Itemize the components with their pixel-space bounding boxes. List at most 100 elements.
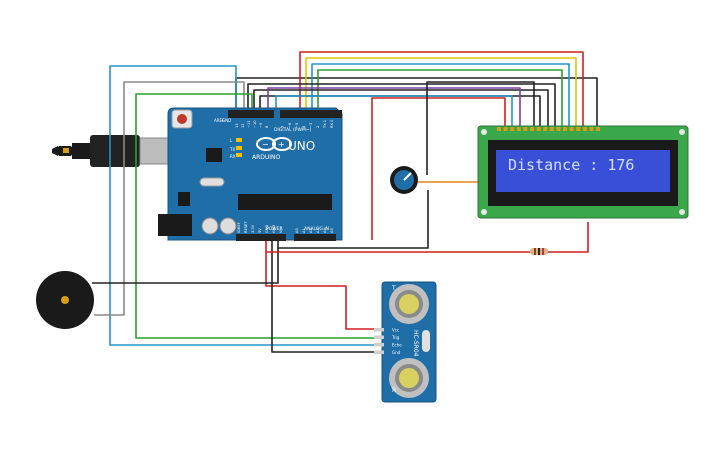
wire-blue-left — [109, 65, 378, 346]
lcd-pin — [523, 127, 528, 131]
wire-lcd-bus-9 — [267, 87, 521, 128]
arduino-uno: − + ARDUINO UNO DIGITAL (PWM~) POWER ANA… — [158, 107, 343, 241]
pin-label-digital-lo-6: TX 1 — [323, 120, 327, 129]
sensor-pin-label-3: Gnd — [392, 350, 401, 355]
pin-label-analog-0: A0 — [295, 228, 299, 233]
piezo-buzzer — [36, 271, 94, 329]
sensor-pin — [374, 350, 384, 354]
pin-label-digital-lo-2: ~5 — [295, 123, 299, 128]
wire-gnd-buzzer — [92, 240, 279, 284]
pin-label-digital-lo-4: ~3 — [309, 123, 313, 128]
pin-label-digital-hi-0: 13 — [235, 123, 239, 128]
pin-label-power-2: 3.3V — [251, 224, 255, 233]
power-label: POWER — [266, 226, 283, 232]
wire-lcd-bus-2 — [299, 51, 584, 128]
pin-label-analog-1: A1 — [302, 228, 306, 233]
lcd-pin — [563, 127, 567, 131]
svg-text:+: + — [278, 140, 285, 149]
sensor-t-mark: T — [391, 285, 396, 292]
lcd-pin — [497, 127, 501, 131]
pin-label-power-4: GND — [265, 225, 269, 233]
lcd-pin — [596, 127, 600, 131]
wire-5v-red — [265, 240, 378, 330]
digital-label: DIGITAL (PWM~) — [274, 127, 312, 133]
arduino-brand: ARDUINO — [252, 154, 281, 161]
pin-label-digital-lo-1: ~6 — [288, 122, 292, 128]
lcd-pin — [503, 127, 508, 131]
wire-lcd-bus-3 — [305, 57, 577, 128]
pin-label-power-6: Vin — [279, 227, 283, 233]
wires — [92, 51, 598, 353]
pin-label-digital-lo-3: 4 — [302, 125, 306, 128]
pin-label-power-1: RESET — [244, 221, 248, 233]
pin-label-digital-lo-0: 7 — [281, 126, 285, 128]
pin-label-analog-3: A3 — [316, 228, 320, 233]
sensor-pin — [374, 343, 384, 347]
wire-gnd-black — [271, 240, 378, 353]
sensor-model: HC-SR04 — [412, 330, 419, 357]
pin-label-digital-hi-1: 12 — [241, 123, 245, 128]
sensor-pin — [374, 328, 384, 332]
wire-lcd-bus-10 — [275, 95, 513, 128]
pin-label-digital-hi-2: ~11 — [247, 120, 251, 128]
lcd-pin — [510, 127, 515, 131]
wire-lcd-bus-6 — [247, 83, 556, 128]
lcd-pin — [589, 127, 594, 131]
lcd-pin — [543, 127, 548, 131]
pin-label-analog-4: A4 — [323, 228, 327, 233]
pin-label-power-5: GND — [272, 225, 276, 233]
pin-label-digital-hi-4: ~9 — [259, 122, 263, 128]
pin-label-digital-hi-3: ~10 — [253, 120, 257, 128]
arduino-logo-icon: − + — [256, 137, 292, 151]
wire-lcd-bus-5 — [317, 69, 563, 128]
wire-lcd-bus-12 — [426, 81, 535, 175]
lcd-pin — [549, 127, 554, 131]
led-tx-label: TX — [229, 147, 235, 152]
wire-power-rail — [266, 222, 589, 253]
pin-label-power-0: IOREF — [237, 222, 241, 233]
lcd-pin — [576, 127, 581, 131]
lcd-pin — [569, 127, 574, 131]
analog-label: ANALOG IN — [304, 226, 329, 232]
lcd-16x2: Distance : 176 — [477, 125, 689, 219]
pin-label-digital-hi-5: 8 — [265, 125, 269, 128]
lcd-screen — [496, 150, 670, 192]
wire-pot-gnd — [278, 190, 429, 249]
wire-lcd-bus-4 — [311, 63, 570, 128]
sensor-pin-label-1: Trig — [391, 335, 400, 340]
pin-label-power-3: 5V — [258, 228, 262, 233]
resistor — [530, 248, 548, 255]
lcd-pin — [556, 127, 561, 131]
pin-label-digital-lo-5: 2 — [316, 126, 320, 128]
sensor-r-mark: R — [392, 387, 396, 394]
lcd-pin — [536, 127, 541, 131]
pin-label-analog-5: A5 — [330, 228, 334, 233]
arduino-model: UNO — [288, 139, 315, 153]
wire-gray-left — [94, 81, 245, 316]
lcd-pin — [516, 127, 521, 131]
pin-label-digital-lo-7: RX 0 — [330, 119, 334, 128]
wire-lcd-bus-11 — [371, 97, 506, 240]
svg-text:−: − — [262, 140, 269, 149]
sensor-pin-label-2: Echo — [392, 343, 402, 348]
sensor-pin-label-0: Vcc — [392, 328, 399, 333]
wire-green-left — [135, 93, 378, 339]
lcd-pin-header — [497, 127, 600, 131]
led-l-label: L — [230, 138, 233, 143]
potentiometer — [390, 166, 418, 194]
led-rx-label: RX — [230, 154, 236, 159]
lcd-pin — [530, 127, 534, 131]
gnd-label: GND — [222, 118, 231, 123]
aref-label: AREF — [214, 118, 225, 123]
pin-label-analog-2: A2 — [309, 228, 313, 233]
lcd-pin — [582, 127, 587, 131]
wire-lcd-bus-7 — [253, 89, 549, 128]
lcd-display-text: Distance : 176 — [508, 156, 634, 174]
